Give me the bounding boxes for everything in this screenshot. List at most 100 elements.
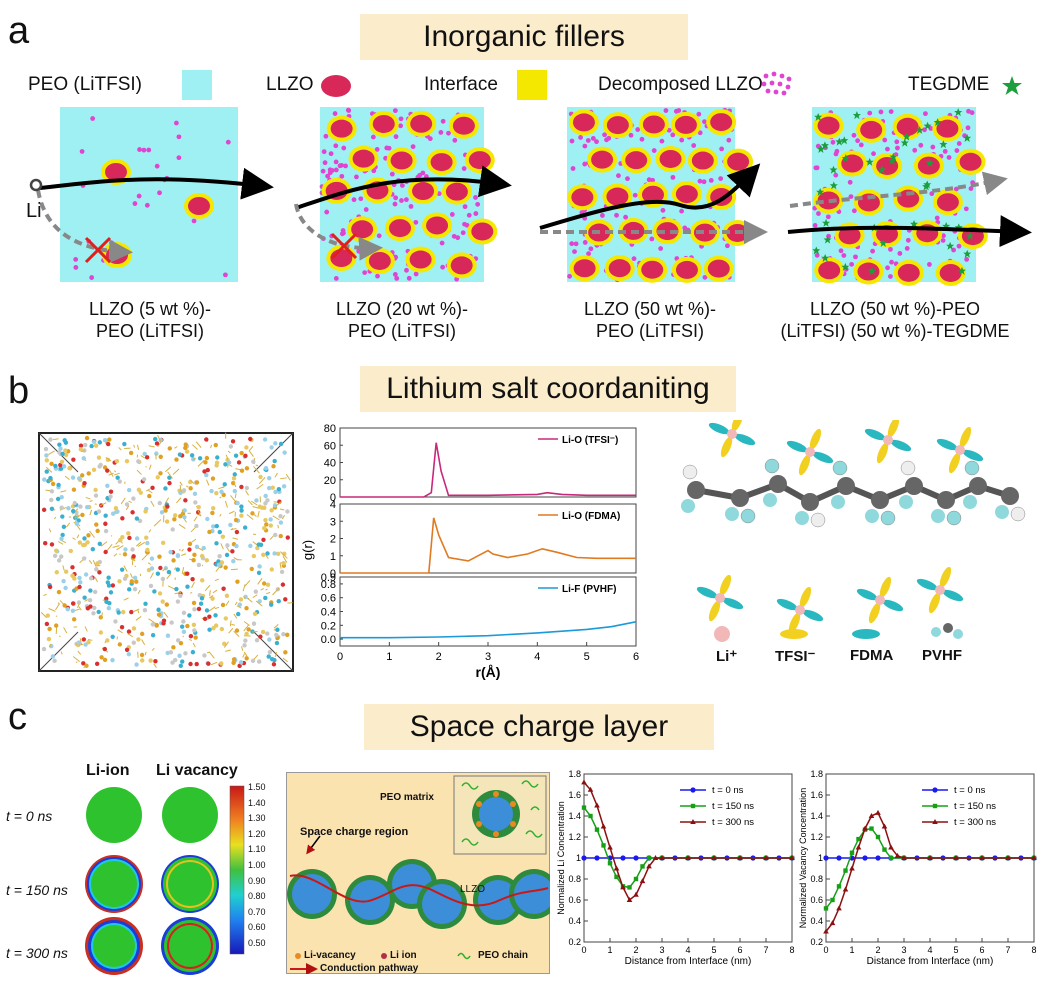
xtick-label: 2 [875,945,880,955]
gr-xtick-label: 3 [485,651,491,663]
schematic-5wt [36,107,274,282]
gr-xtick-label: 4 [534,651,540,663]
gr-ytick-label: 0.4 [321,607,336,619]
colorbar-tick-label: 0.50 [248,937,266,948]
data-point [901,855,907,860]
data-point [763,855,769,860]
ytick-label: 1.6 [568,790,581,800]
colorbar [229,785,245,955]
ytick-label: 1.4 [810,811,823,821]
md-simulation-snapshot [38,432,294,672]
data-point [842,886,849,892]
data-point [894,852,901,858]
gr-legend-label-0: Li-O (TFSI⁻) [562,435,618,446]
legend-interface-label: Interface [424,74,498,95]
space-charge-drawing [287,775,550,974]
panel-letter-a: a [8,10,30,52]
legend-marker [690,803,696,809]
data-point [587,786,594,792]
panel-a-title: Inorganic fillers [360,14,688,60]
data-point [620,884,626,890]
ylabel: Normalized Li Concentration [556,801,566,915]
gr-xtick-label: 6 [633,651,639,663]
legend-peo-label: PEO (LiTFSI) [28,74,143,95]
legend-decomposed-swatch [761,71,792,96]
row-label-150ns: t = 150 ns [6,882,68,898]
data-point [640,864,645,869]
colorbar-tick-label: 0.70 [248,906,266,917]
ytick-label: 1.4 [568,811,581,821]
data-point [1005,855,1011,860]
xtick-label: 2 [633,945,638,955]
series-line-2 [825,811,1034,932]
legend-tegdme-star-icon [1002,76,1022,95]
legend-marker [690,819,696,824]
mol-legend-li: Li⁺ [716,648,738,665]
gr-ytick-label: 0.6 [321,593,336,605]
gr-ytick-label: 80 [324,423,336,435]
gr-ytick-label: 0.9 [321,572,336,584]
gr-ytick-label: 40 [324,458,336,470]
mol-legend-tfsi: TFSI⁻ [775,648,816,665]
caption-50wt: LLZO (50 wt %)-PEO (LiTFSI) [583,299,717,341]
xtick-label: 5 [711,945,716,955]
data-point [882,847,887,852]
data-point [581,779,587,785]
xlabel: Distance from Interface (nm) [625,956,752,967]
colorbar-tick-label: 1.20 [248,828,266,839]
ytick-label: 0.2 [810,937,823,947]
data-point [843,868,848,873]
colorbar-tick-label: 1.30 [248,813,266,824]
data-point [588,813,593,819]
legend-label-1: t = 150 ns [712,801,754,812]
gr-legend-label-1: Li-O (FDMA) [562,511,620,522]
ytick-label: 0.8 [568,874,581,884]
xtick-label: 3 [901,945,906,955]
concentration-maps [85,787,219,975]
legend-interface-swatch [517,70,547,100]
ytick-label: 1.6 [810,790,823,800]
mol-legend-fdma: FDMA [850,647,894,664]
data-point [927,855,933,860]
legend-marker [932,819,938,824]
data-point [646,855,652,861]
data-point [868,813,875,818]
data-point [614,874,619,880]
data-point [862,855,868,861]
data-point [581,805,587,810]
gr-ylabel: g(r) [300,540,315,560]
ytick-label: 0.6 [568,895,581,905]
gr-ytick-label: 1 [330,551,336,563]
data-point [888,855,894,861]
col-label-li-vacancy: Li vacancy [156,762,238,779]
gr-ytick-label: 0 [330,492,336,504]
legend-li-vacancy: Li-vacancy [304,950,356,961]
filler-schematics [29,107,1032,286]
data-point [830,897,835,903]
gr-series-line-2 [340,621,637,639]
ytick-label: 1 [576,853,581,863]
data-point [881,823,888,829]
colorbar-tick-label: 0.90 [248,875,266,886]
li-label: Li [26,200,42,222]
gr-xlabel: r(Å) [476,664,501,680]
ytick-label: 1 [818,853,823,863]
data-point [659,855,665,860]
data-point [849,850,855,855]
data-point [836,855,842,861]
data-point [836,905,842,911]
data-point [633,876,639,882]
data-point [823,928,829,934]
legend-tegdme-label: TEGDME [908,74,990,95]
col-label-li-ion: Li-ion [86,762,130,779]
data-point [607,861,613,866]
ytick-label: 1.2 [568,832,581,842]
ytick-label: 0.2 [568,937,581,947]
gr-xtick-label: 1 [386,651,392,663]
data-point [836,884,842,889]
xtick-label: 7 [763,945,768,955]
xtick-label: 1 [849,945,854,955]
